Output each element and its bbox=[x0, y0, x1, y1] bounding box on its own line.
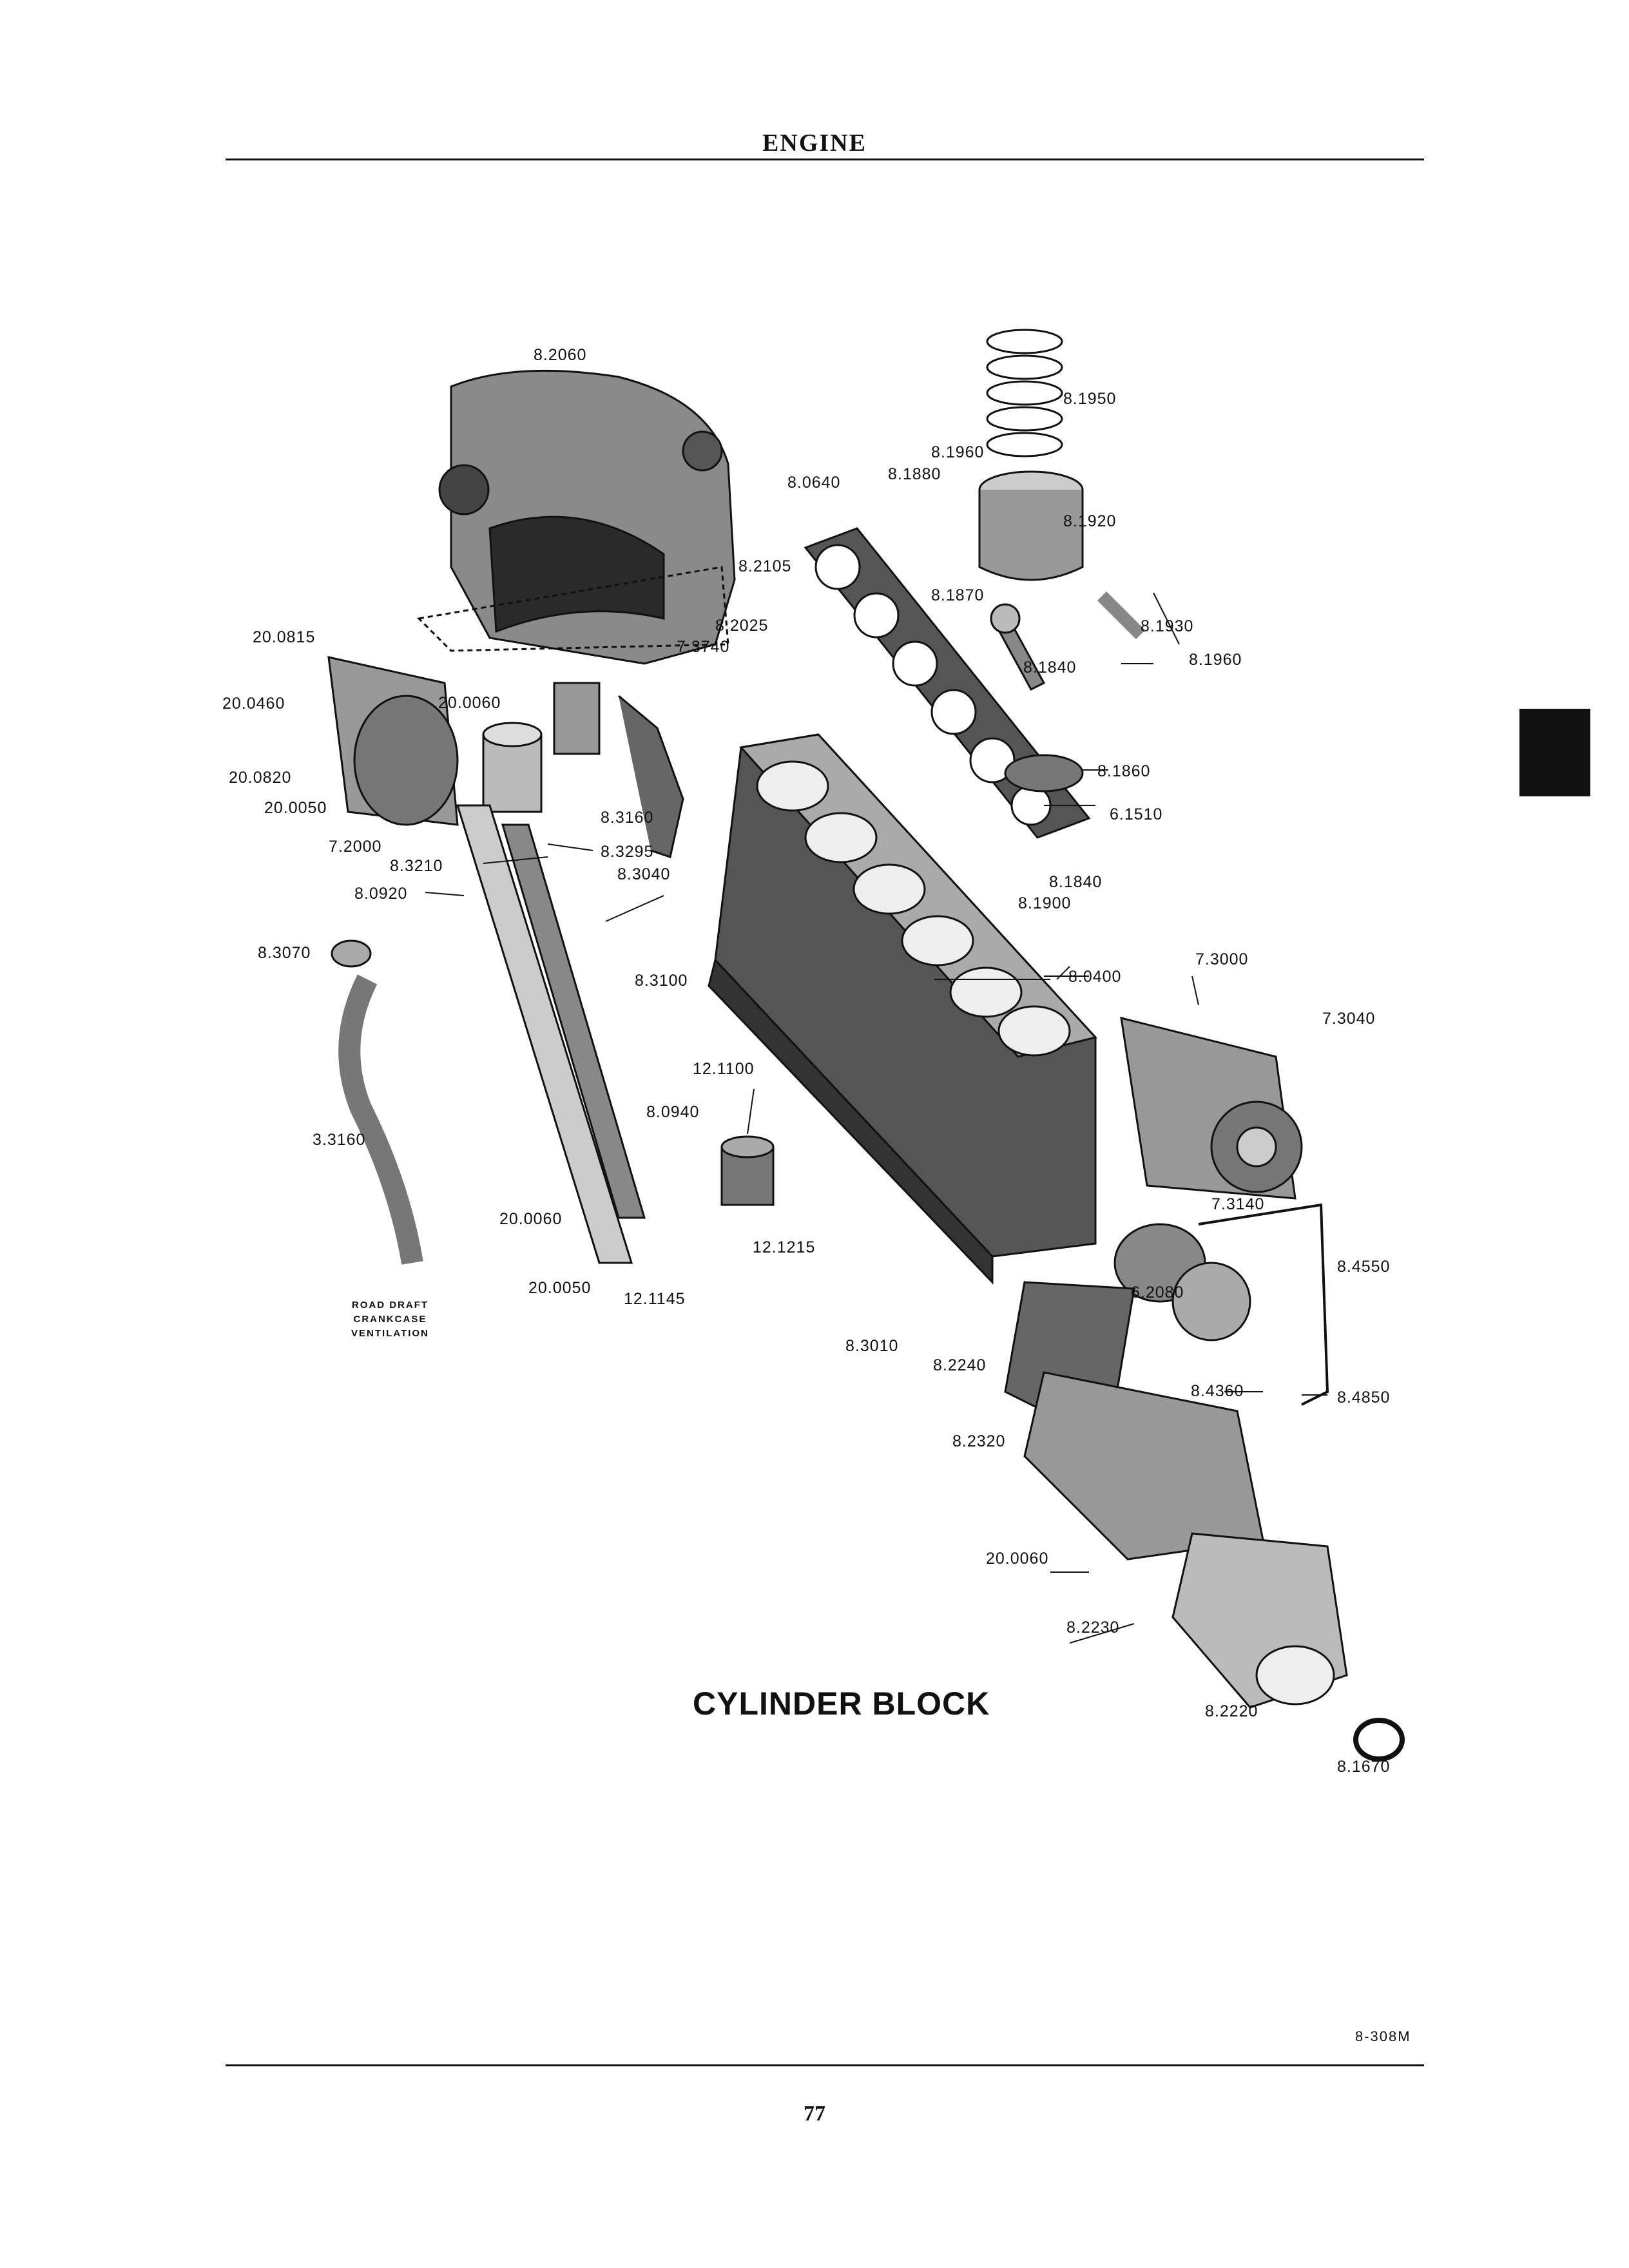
part-label: 6.2080 bbox=[1131, 1283, 1184, 1302]
part-label: 8.3010 bbox=[845, 1337, 899, 1355]
part-label: 12.1100 bbox=[693, 1060, 755, 1078]
bell-housing bbox=[416, 369, 736, 665]
part-label: 20.0815 bbox=[253, 628, 316, 646]
section-tab bbox=[1519, 709, 1590, 796]
part-label: 7.3000 bbox=[1195, 950, 1249, 968]
footer-rule bbox=[226, 2064, 1424, 2066]
part-label: 8.1860 bbox=[1097, 762, 1151, 780]
part-label: 8.4850 bbox=[1337, 1389, 1391, 1407]
ventilation-note: ROAD DRAFT CRANKCASE VENTILATION bbox=[351, 1298, 429, 1341]
part-label: 8.0940 bbox=[646, 1103, 700, 1121]
part-label: 8.1670 bbox=[1337, 1758, 1391, 1776]
oil-seal bbox=[1353, 1718, 1405, 1762]
part-label: 8.3070 bbox=[258, 944, 311, 962]
part-label: 8.2025 bbox=[715, 617, 769, 635]
part-label: 8.0920 bbox=[354, 885, 408, 903]
part-label: 8.4360 bbox=[1191, 1382, 1244, 1400]
note-line: ROAD DRAFT bbox=[351, 1300, 429, 1311]
piston-rings bbox=[986, 329, 1063, 457]
part-label: 8.1960 bbox=[1189, 651, 1242, 669]
oil-filler-cap bbox=[331, 939, 372, 968]
page-number: 77 bbox=[804, 2102, 825, 2126]
part-label: 6.1510 bbox=[1110, 805, 1163, 823]
part-label: 7.3140 bbox=[1211, 1195, 1265, 1213]
starter-motor bbox=[327, 656, 459, 826]
generator bbox=[1120, 1016, 1303, 1200]
part-label: 20.0060 bbox=[986, 1550, 1049, 1568]
part-label: 8.2320 bbox=[952, 1432, 1006, 1450]
piston-pin bbox=[1097, 591, 1146, 640]
part-label: 7.3040 bbox=[1322, 1010, 1376, 1028]
figure-code: 8-308M bbox=[1355, 2028, 1411, 2044]
part-label: 8.3210 bbox=[390, 857, 443, 875]
part-label: 8.1840 bbox=[1023, 658, 1077, 677]
part-label: 8.1960 bbox=[931, 443, 985, 461]
connecting-rod bbox=[990, 603, 1084, 793]
piston bbox=[978, 470, 1084, 581]
part-label: 8.2105 bbox=[738, 557, 792, 575]
part-label: 8.3040 bbox=[617, 865, 671, 883]
part-label: 20.0820 bbox=[229, 769, 292, 787]
oil-line bbox=[1198, 1203, 1329, 1406]
part-label: 20.0050 bbox=[528, 1279, 592, 1297]
oil-filter-assembly bbox=[482, 682, 684, 858]
side-cover-plates bbox=[456, 804, 646, 1264]
part-label: 8.0640 bbox=[787, 474, 841, 492]
part-label: 8.1920 bbox=[1063, 512, 1117, 530]
part-label: 12.1215 bbox=[753, 1238, 816, 1256]
part-label: 8.3295 bbox=[601, 843, 654, 861]
timing-cover bbox=[1171, 1532, 1348, 1709]
part-label: 8.2060 bbox=[534, 346, 587, 364]
part-label: 8.2240 bbox=[933, 1356, 987, 1374]
part-label: 20.0460 bbox=[222, 695, 285, 713]
header-rule bbox=[226, 159, 1424, 160]
water-pump bbox=[1113, 1223, 1251, 1341]
part-label: 8.1880 bbox=[888, 465, 941, 483]
breather-tube bbox=[338, 974, 423, 1265]
part-label: 8.1950 bbox=[1063, 390, 1117, 408]
part-label: 8.2230 bbox=[1066, 1619, 1120, 1637]
part-label: 8.0400 bbox=[1068, 968, 1122, 986]
part-label: 20.0060 bbox=[499, 1210, 563, 1228]
part-label: 8.2220 bbox=[1205, 1702, 1258, 1720]
part-label: 7.3740 bbox=[677, 638, 730, 656]
part-label: 3.3160 bbox=[313, 1131, 366, 1149]
figure-title: CYLINDER BLOCK bbox=[693, 1686, 990, 1722]
part-label: 8.4550 bbox=[1337, 1258, 1391, 1276]
part-label: 7.2000 bbox=[329, 838, 382, 856]
part-label: 8.3100 bbox=[635, 972, 688, 990]
part-label: 12.1145 bbox=[624, 1290, 686, 1308]
part-label: 8.1840 bbox=[1049, 873, 1103, 891]
part-label: 20.0050 bbox=[264, 799, 327, 817]
part-label: 8.1900 bbox=[1018, 894, 1072, 912]
part-label: 20.0060 bbox=[438, 694, 501, 712]
note-line: CRANKCASE bbox=[353, 1314, 427, 1325]
part-label: 8.1870 bbox=[931, 586, 985, 604]
fuel-pump bbox=[720, 1135, 775, 1206]
page-header: ENGINE bbox=[762, 130, 867, 157]
part-label: 8.1930 bbox=[1141, 617, 1194, 635]
note-line: VENTILATION bbox=[351, 1328, 429, 1339]
part-label: 8.3160 bbox=[601, 809, 654, 827]
